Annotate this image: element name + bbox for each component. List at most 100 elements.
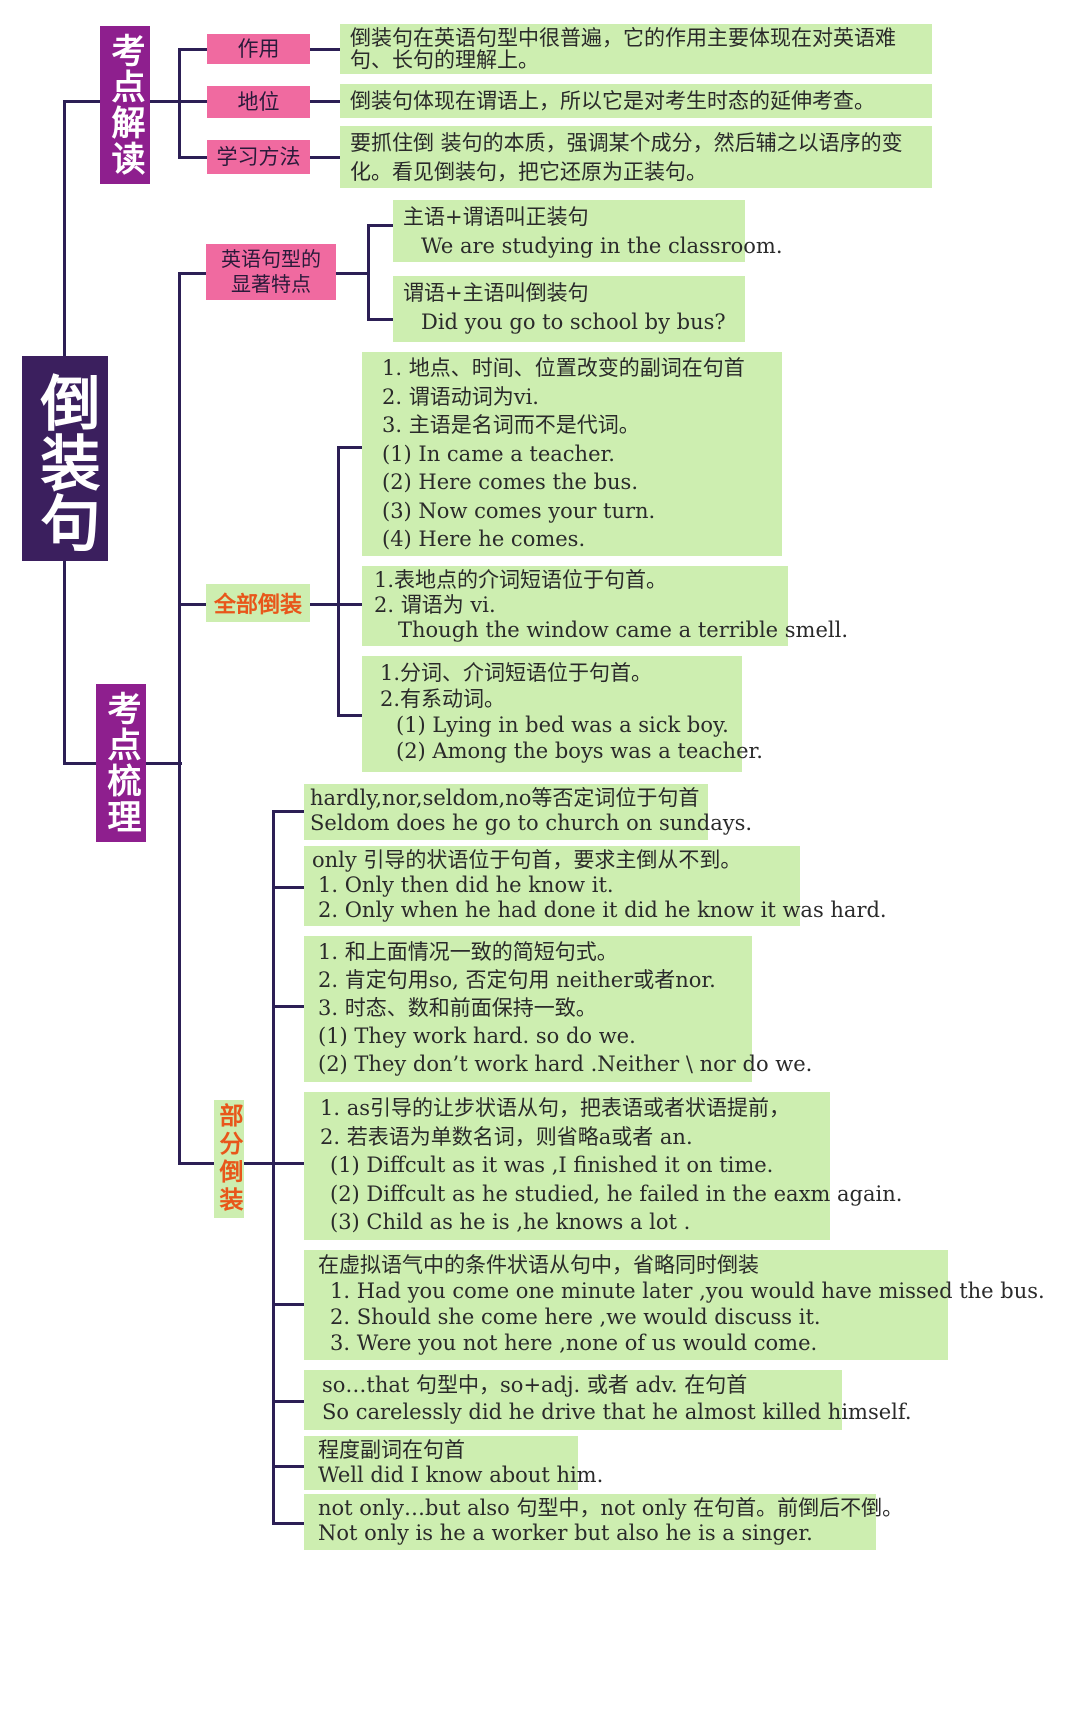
partial-box-8: not only…but also 句型中，not only 在句首。前倒后不倒… (304, 1494, 904, 1550)
full-branch-line (337, 446, 340, 716)
s1-method-line-2: 化。看见倒装句，把它还原为正装句。 (350, 160, 707, 184)
partial-box-6-line-2: So carelessly did he drive that he almos… (322, 1400, 912, 1424)
partial-box-7: 程度副词在句首 Well did I know about him. (304, 1436, 604, 1490)
partial-box-3-line-1: 1. 和上面情况一致的简短句式。 (318, 940, 618, 964)
partial-box-4-line-2: 2. 若表语为单数名词，则省略a或者 an. (320, 1124, 693, 1149)
s1-item1-line-left (178, 48, 208, 51)
features-box-1-line-2: We are studying in the classroom. (421, 234, 783, 258)
features-b2-line (367, 318, 395, 321)
features-branch-line (367, 224, 370, 320)
partial-b2-line (272, 886, 305, 889)
full-box-2-line-3: Though the window came a terrible smell. (398, 618, 849, 642)
partial-box-4-line-3: (1) Diffcult as it was ,I finished it on… (330, 1153, 774, 1177)
section2-title: 考点梳理 (96, 684, 146, 842)
partial-box-2-line-1: only 引导的状语位于句首，要求主倒从不到。 (312, 848, 742, 872)
full-box-3-line-1: 1.分词、介词短语位于句首。 (380, 661, 653, 685)
partial-b8-line (272, 1522, 305, 1525)
full-box-1: 1. 地点、时间、位置改变的副词在句首 2. 谓语动词为vi. 3. 主语是名词… (362, 352, 782, 556)
partial-box-2-line-3: 2. Only when he had done it did he know … (318, 898, 887, 922)
partial-box-3-line-4: (1) They work hard. so do we. (318, 1024, 636, 1048)
full-b2-line (337, 603, 363, 606)
full-box-1-line-6: (3) Now comes your turn. (382, 498, 656, 523)
full-box-1-line-7: (4) Here he comes. (382, 527, 586, 551)
partial-box-1-line-1: hardly,nor,seldom,no等否定词位于句首 (310, 786, 700, 810)
partial-b7-line (272, 1465, 305, 1468)
partial-box-5-line-2: 1. Had you come one minute later ,you wo… (330, 1279, 1045, 1303)
root-title: 倒装句 (22, 356, 108, 561)
partial-box-6-line-1: so…that 句型中，so+adj. 或者 adv. 在句首 (322, 1373, 748, 1397)
partial-out-line (244, 1162, 274, 1165)
full-box-1-line-4: (1) In came a teacher. (382, 441, 615, 466)
partial-box-4-line-5: (3) Child as he is ,he knows a lot . (330, 1210, 691, 1234)
partial-inversion-label: 部分倒装 (214, 1100, 244, 1218)
s2-full-line (178, 603, 208, 606)
features-box-2: 谓语+主语叫倒装句 Did you go to school by bus? (393, 276, 745, 342)
full-b1-line (337, 446, 363, 449)
partial-box-4: 1. as引导的让步状语从句，把表语或者状语提前， 2. 若表语为单数名词，则省… (304, 1092, 903, 1240)
partial-box-4-line-4: (2) Diffcult as he studied, he failed in… (330, 1181, 903, 1206)
full-box-3: 1.分词、介词短语位于句首。 2.有系动词。 (1) Lying in bed … (362, 656, 763, 772)
partial-box-1-line-2: Seldom does he go to church on sundays. (310, 811, 753, 835)
trunk-to-section2-line (63, 762, 101, 765)
partial-b5-line (272, 1303, 305, 1306)
section2-title-text: 考点梳理 (101, 691, 141, 835)
partial-box-2-line-2: 1. Only then did he know it. (318, 873, 614, 897)
features-box-2-line-1: 谓语+主语叫倒装句 (403, 281, 589, 305)
s1-label-status: 地位 (207, 86, 310, 118)
partial-b4-line (272, 1162, 305, 1165)
full-box-2: 1.表地点的介词短语位于句首。 2. 谓语为 vi. Though the wi… (362, 566, 849, 646)
partial-box-5-line-3: 2. Should she come here ,we would discus… (330, 1305, 821, 1329)
s1-status-line-1: 倒装句体现在谓语上，所以它是对考生时态的延伸考查。 (350, 89, 875, 113)
full-box-1-line-5: (2) Here comes the bus. (382, 470, 638, 494)
full-box-1-line-2: 2. 谓语动词为vi. (382, 384, 539, 409)
full-box-1-line-3: 3. 主语是名词而不是代词。 (382, 413, 640, 437)
full-box-3-line-3: (1) Lying in bed was a sick boy. (396, 713, 729, 737)
s1-item3-line-right (310, 156, 342, 159)
full-box-3-line-4: (2) Among the boys was a teacher. (396, 739, 763, 763)
partial-branch-line (272, 810, 275, 1523)
partial-box-3: 1. 和上面情况一致的简短句式。 2. 肯定句用so, 否定句用 neither… (304, 936, 813, 1082)
partial-inversion-label-text: 部分倒装 (215, 1103, 244, 1215)
partial-box-2: only 引导的状语位于句首，要求主倒从不到。 1. Only then did… (304, 846, 887, 926)
partial-box-7-line-1: 程度副词在句首 (318, 1438, 465, 1462)
s2-features-line (178, 272, 208, 275)
full-box-2-line-1: 1.表地点的介词短语位于句首。 (374, 568, 668, 592)
s1-method-line-1: 要抓住倒 装句的本质，强调某个成分，然后辅之以语序的变 (350, 131, 903, 155)
full-out-line (310, 603, 340, 606)
partial-box-3-line-3: 3. 时态、数和前面保持一致。 (318, 996, 597, 1020)
section2-branch-line (178, 272, 181, 1164)
partial-box-3-line-2: 2. 肯定句用so, 否定句用 neither或者nor. (318, 968, 716, 992)
partial-box-1: hardly,nor,seldom,no等否定词位于句首 Seldom does… (304, 784, 753, 840)
partial-b3-line (272, 1005, 305, 1008)
features-box-1: 主语+谓语叫正装句 We are studying in the classro… (393, 200, 783, 262)
full-box-2-line-2: 2. 谓语为 vi. (374, 593, 496, 617)
section1-title-text: 考点解读 (105, 33, 145, 177)
section2-stem-line (145, 762, 182, 765)
partial-box-5-line-4: 3. Were you not here ,none of us would c… (330, 1331, 818, 1355)
s2-partial-line (178, 1162, 214, 1165)
partial-box-3-line-5: (2) They don’t work hard .Neither \ nor … (318, 1052, 813, 1076)
s1-role-line-1: 倒装句在英语句型中很普遍，它的作用主要体现在对英语难 (350, 26, 896, 50)
partial-b1-line (272, 810, 305, 813)
full-b3-line (337, 714, 363, 717)
partial-box-4-line-1: 1. as引导的让步状语从句，把表语或者状语提前， (320, 1096, 791, 1120)
partial-box-5-line-1: 在虚拟语气中的条件状语从句中，省略同时倒装 (318, 1253, 759, 1277)
trunk-to-section1-line (63, 100, 103, 103)
section1-title: 考点解读 (100, 26, 150, 184)
s1-item2-line-left (178, 100, 208, 103)
full-inversion-label: 全部倒装 (206, 584, 310, 622)
partial-box-5: 在虚拟语气中的条件状语从句中，省略同时倒装 1. Had you come on… (304, 1250, 1045, 1360)
partial-box-8-line-1: not only…but also 句型中，not only 在句首。前倒后不倒… (318, 1496, 904, 1520)
partial-box-8-line-2: Not only is he a worker but also he is a… (318, 1521, 813, 1545)
partial-box-7-line-2: Well did I know about him. (318, 1463, 604, 1487)
s1-box-status: 倒装句体现在谓语上，所以它是对考生时态的延伸考查。 (340, 84, 932, 118)
s1-box-method: 要抓住倒 装句的本质，强调某个成分，然后辅之以语序的变 化。看见倒装句，把它还原… (340, 126, 932, 188)
features-box-1-line-1: 主语+谓语叫正装句 (403, 205, 589, 229)
s1-box-role: 倒装句在英语句型中很普遍，它的作用主要体现在对英语难 句、长句的理解上。 (340, 24, 932, 74)
partial-box-6: so…that 句型中，so+adj. 或者 adv. 在句首 So carel… (304, 1370, 912, 1430)
s1-item3-line-left (178, 156, 208, 159)
features-b1-line (367, 224, 395, 227)
features-label: 英语句型的显著特点 (206, 244, 336, 300)
features-out-line (336, 272, 370, 275)
s1-role-line-2: 句、长句的理解上。 (350, 48, 539, 72)
